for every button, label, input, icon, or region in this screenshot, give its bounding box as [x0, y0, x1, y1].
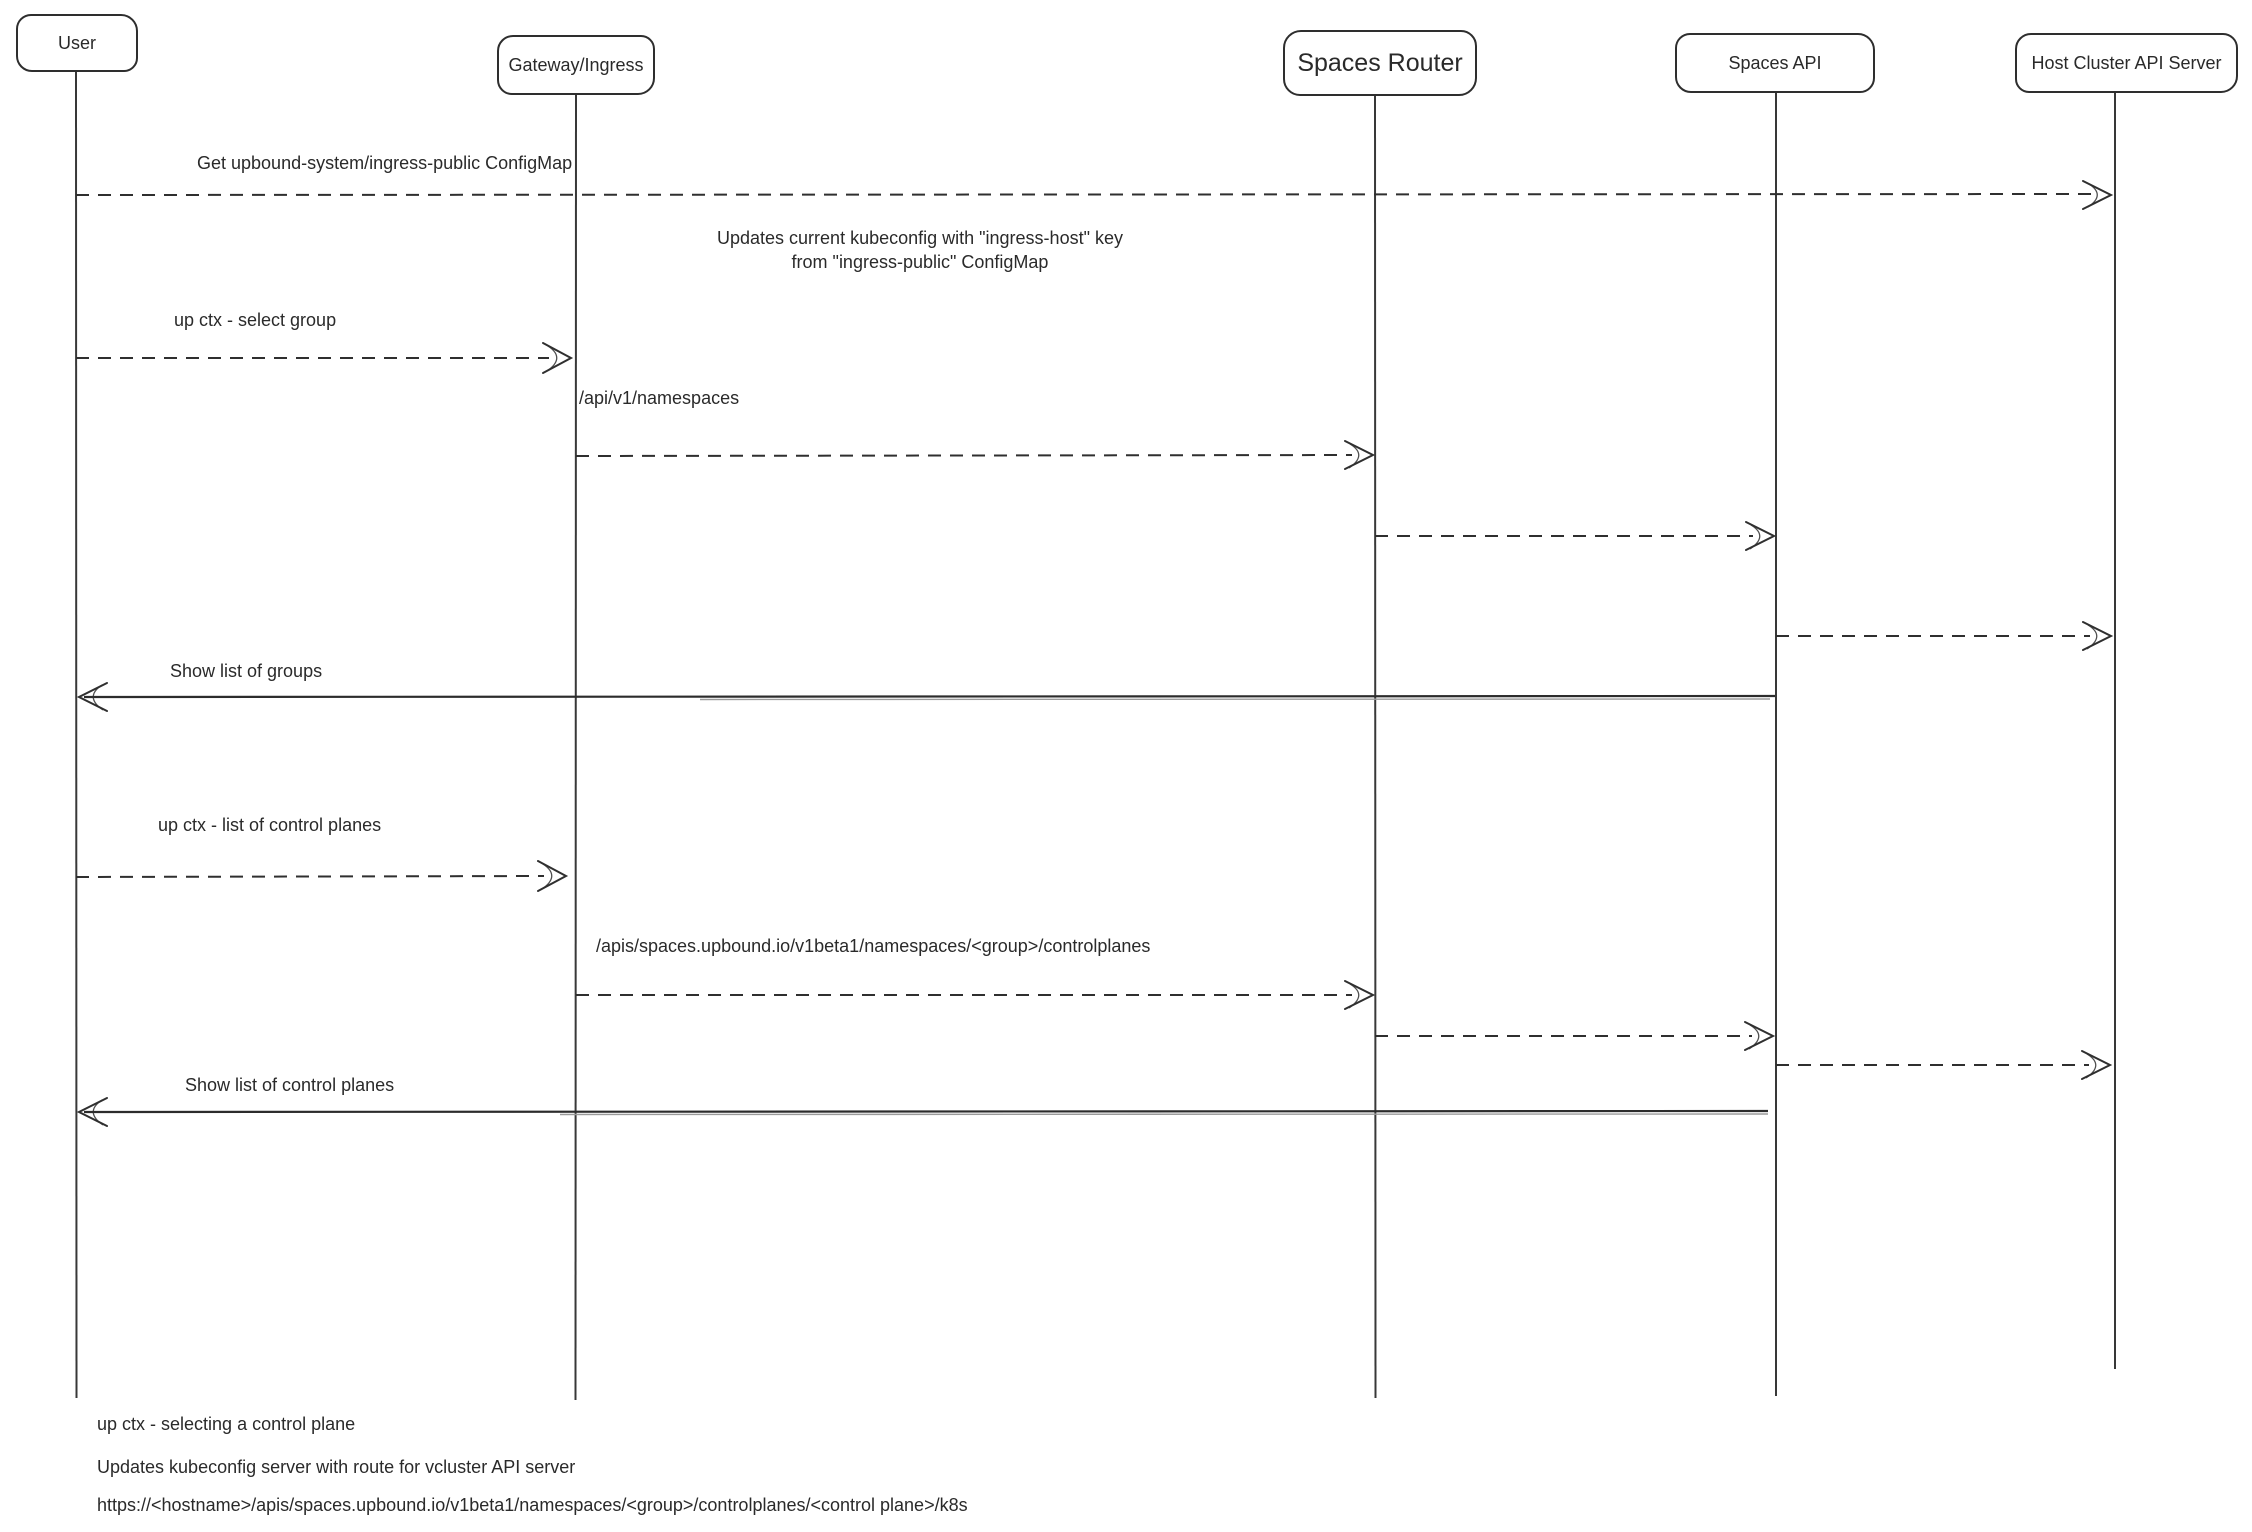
actor-spaces-api: Spaces API — [1675, 33, 1875, 93]
actor-gateway-ingress: Gateway/Ingress — [497, 35, 655, 95]
message-label-apis-controlplanes: /apis/spaces.upbound.io/v1beta1/namespac… — [596, 936, 1151, 956]
message-arrow-get-configmap — [75, 180, 2114, 210]
lifeline-gateway-ingress — [574, 94, 578, 1401]
actor-user: User — [16, 14, 138, 72]
footnote-vcluster-url: https://<hostname>/apis/spaces.upbound.i… — [97, 1495, 968, 1515]
message-arrow-router-to-api-2 — [1375, 1021, 1776, 1051]
message-arrow-router-to-api — [1375, 521, 1777, 551]
message-arrow-show-list-of-control-planes — [76, 1097, 1769, 1127]
lifeline-user — [74, 71, 78, 1399]
message-label-show-list-of-control-planes: Show list of control planes — [185, 1075, 395, 1095]
arrowhead-right — [542, 342, 574, 374]
footnote-up-ctx-selecting-control-plane: up ctx - selecting a control plane — [97, 1414, 356, 1434]
message-arrow-apis-controlplanes — [576, 980, 1376, 1010]
message-arrow-api-to-host-2 — [1776, 1050, 2113, 1080]
message-label-api-v1-namespaces: /api/v1/namespaces — [579, 388, 740, 408]
message-arrow-up-ctx-select-group — [76, 342, 574, 374]
actor-label: Host Cluster API Server — [2031, 52, 2222, 73]
message-label-get-configmap: Get upbound-system/ingress-public Config… — [197, 153, 573, 173]
lifeline-spaces-api — [1775, 92, 1778, 1397]
actor-host-cluster-api-server: Host Cluster API Server — [2015, 33, 2238, 93]
message-arrow-show-list-of-groups — [76, 682, 1776, 712]
lifeline-host-cluster-api-server — [2114, 92, 2117, 1370]
arrowhead-right — [537, 860, 569, 892]
message-arrow-api-v1-namespaces — [575, 440, 1376, 470]
actor-label: Spaces API — [1728, 52, 1822, 73]
actor-label: Gateway/Ingress — [508, 54, 644, 75]
actor-label: User — [57, 32, 96, 53]
actor-spaces-router: Spaces Router — [1283, 30, 1477, 96]
lifeline-spaces-router — [1373, 95, 1377, 1399]
note-updates-kubeconfig: Updates current kubeconfig with "ingress… — [717, 228, 1123, 272]
message-arrow-api-to-host — [1776, 621, 2114, 651]
actor-label: Spaces Router — [1297, 48, 1463, 77]
message-arrow-up-ctx-list-control-planes — [75, 860, 569, 892]
message-label-up-ctx-list-control-planes: up ctx - list of control planes — [158, 815, 382, 835]
message-label-up-ctx-select-group: up ctx - select group — [174, 310, 337, 330]
footnote-updates-kubeconfig-server: Updates kubeconfig server with route for… — [97, 1457, 576, 1477]
message-label-show-list-of-groups: Show list of groups — [170, 661, 323, 681]
